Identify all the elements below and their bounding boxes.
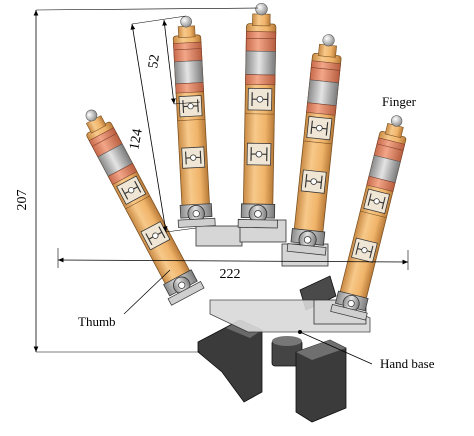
dimension-overall-height: 207 [15,7,259,353]
finger-middle [237,2,282,229]
dim-124-label: 124 [127,128,145,151]
dimension-thumb-to-tip: 124 [127,15,197,233]
thumb-label: Thumb [78,314,116,329]
dim-222-label: 222 [220,267,241,282]
finger-label: Finger [382,94,417,109]
finger-ring [286,31,349,256]
dimension-tip-segment: 52 [146,19,201,105]
dim-52-label: 52 [146,54,163,70]
dim-207-label: 207 [15,190,30,211]
dimension-hand-width: 222 [57,248,409,282]
callout-thumb: Thumb [78,269,171,329]
hand-base-label: Hand base [380,356,435,371]
callout-hand-base: Hand base [298,330,435,371]
callout-finger: Finger [382,94,417,109]
hand-base [197,275,371,423]
finger-little [330,110,416,321]
finger-index [166,14,216,229]
